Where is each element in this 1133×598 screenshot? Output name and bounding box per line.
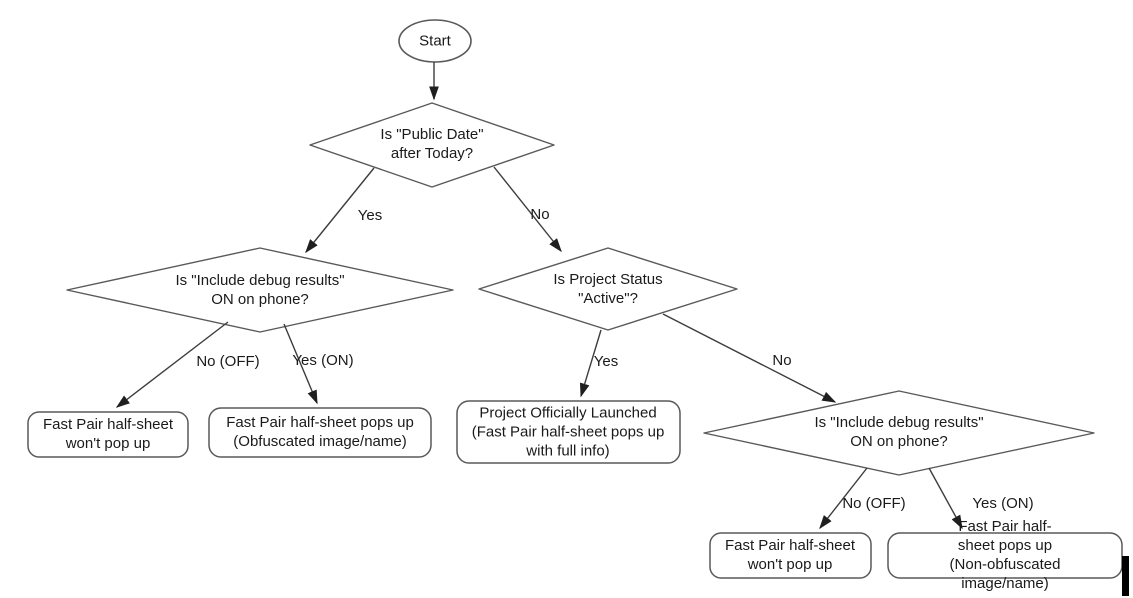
edge-debug-left-yes	[283, 323, 318, 405]
result-no-popup-right-label: Fast Pair half-sheet won't pop up	[724, 537, 856, 573]
edge-label-public-date-yes: Yes	[357, 207, 383, 224]
decision-public-date	[309, 102, 555, 188]
edge-label-public-date-no: No	[530, 206, 550, 223]
result-obfuscated-popup-label: Fast Pair half-sheet pops up (Obfuscated…	[226, 414, 414, 450]
decision-debug-right-label: Is "Include debug results" ON on phone?	[814, 414, 984, 450]
result-no-popup-left	[27, 411, 189, 458]
edge-label-debug-right-yes: Yes (ON)	[972, 495, 1034, 512]
edge-debug-left-no	[115, 321, 229, 408]
edge-label-debug-right-no: No (OFF)	[842, 495, 906, 512]
decision-debug-left	[66, 247, 454, 333]
result-no-popup-left-label: Fast Pair half-sheet won't pop up	[42, 416, 174, 452]
decision-project-status	[478, 247, 738, 331]
edge-label-project-status-no: No	[772, 352, 792, 369]
result-obfuscated-popup	[208, 407, 432, 458]
text-cursor-artifact	[1122, 556, 1129, 596]
edge-public-date-no	[493, 166, 562, 253]
edge-project-status-yes	[579, 329, 602, 398]
edge-debug-right-yes	[928, 467, 963, 530]
edge-label-debug-left-yes: Yes (ON)	[292, 352, 354, 369]
decision-project-status-label: Is Project Status "Active"?	[553, 271, 663, 307]
edge-label-project-status-yes: Yes	[593, 353, 619, 370]
decision-debug-left-label: Is "Include debug results" ON on phone?	[175, 272, 345, 308]
start-label: Start	[419, 32, 451, 50]
result-launched	[456, 400, 681, 464]
result-no-popup-right	[709, 532, 872, 579]
start-node	[398, 19, 472, 63]
result-non-obfuscated-popup	[887, 532, 1123, 579]
edge-public-date-yes	[305, 167, 375, 254]
edge-label-debug-left-no: No (OFF)	[196, 353, 260, 370]
decision-debug-right	[703, 390, 1095, 476]
edge-project-status-no	[662, 313, 837, 403]
result-launched-label: Project Officially Launched (Fast Pair h…	[471, 404, 665, 460]
edge-debug-right-no	[819, 467, 868, 530]
result-non-obfuscated-popup-label: Fast Pair half-sheet pops up (Non-obfusc…	[949, 518, 1061, 592]
decision-public-date-label: Is "Public Date" after Today?	[380, 126, 484, 162]
